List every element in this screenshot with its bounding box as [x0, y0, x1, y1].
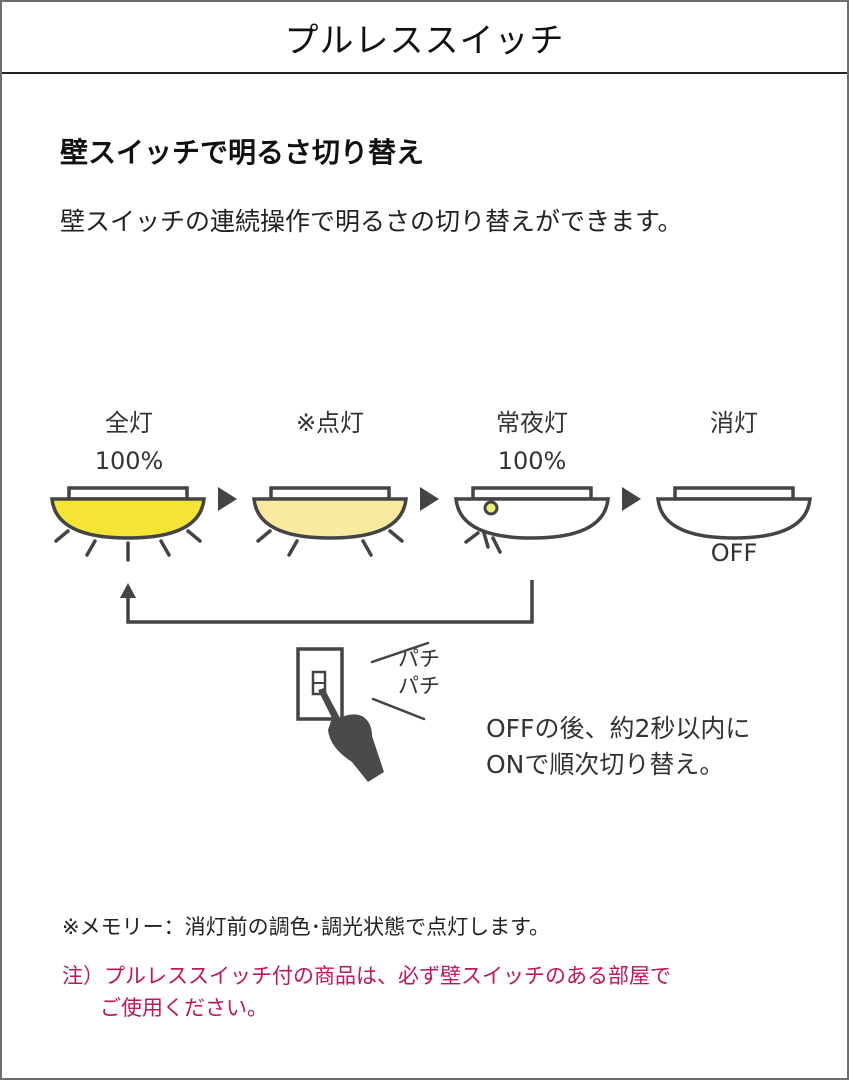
sound-text-line: パチ [398, 674, 440, 698]
stage-label-dim: ※点灯 [250, 404, 410, 442]
caution-note-line: ご使用ください。 [100, 996, 268, 1020]
click-sound-text: パチ パチ [398, 646, 440, 700]
hand-pressing-icon [318, 688, 384, 782]
arrow-up-icon [120, 583, 136, 598]
callout-line: OFFの後、約2秒以内に [486, 714, 751, 743]
stage-name: ※点灯 [295, 409, 365, 437]
arrow-right-icon [622, 487, 641, 511]
caution-note-line: 注）プルレススイッチ付の商品は、必ず壁スイッチのある部屋で [62, 964, 671, 988]
stage-name: 消灯 [710, 409, 758, 437]
section-lead: 壁スイッチの連続操作で明るさの切り替えができます。 [60, 207, 683, 236]
arrow-right-icon [420, 487, 439, 511]
ceiling-light-nightlight-icon [454, 486, 610, 554]
stage-name: 常夜灯 [496, 409, 568, 437]
click-sound-lines [370, 641, 430, 721]
callout-line: ONで順次切り替え。 [486, 750, 725, 779]
caution-note: 注）プルレススイッチ付の商品は、必ず壁スイッチのある部屋で ご使用ください。 [62, 960, 671, 1024]
return-loop-arrow [126, 580, 534, 624]
ceiling-light-dim-icon [252, 486, 408, 557]
title-bar: プルレススイッチ [2, 2, 847, 74]
sound-text-line: パチ [398, 647, 440, 671]
stage-name: 全灯 [105, 409, 153, 437]
stage-value: 100% [94, 447, 164, 475]
wall-switch-icon [296, 647, 344, 721]
stage-value: 100% [497, 447, 567, 475]
stage-label-nightlight: 常夜灯 100% [452, 404, 612, 480]
page-title: プルレススイッチ [284, 20, 565, 61]
ceiling-light-full-icon [50, 486, 206, 562]
stage-off-caption: OFF [710, 539, 758, 567]
section-heading: 壁スイッチで明るさ切り替え [60, 136, 425, 169]
memory-footnote: ※メモリー：消灯前の調色･調光状態で点灯します。 [62, 915, 550, 939]
switch-instruction-callout: OFFの後、約2秒以内に ONで順次切り替え。 [486, 711, 750, 783]
stage-label-off: 消灯 [654, 404, 814, 442]
arrow-right-icon [218, 487, 237, 511]
ceiling-light-off-icon [656, 486, 812, 540]
stage-label-full: 全灯 100% [49, 404, 209, 480]
